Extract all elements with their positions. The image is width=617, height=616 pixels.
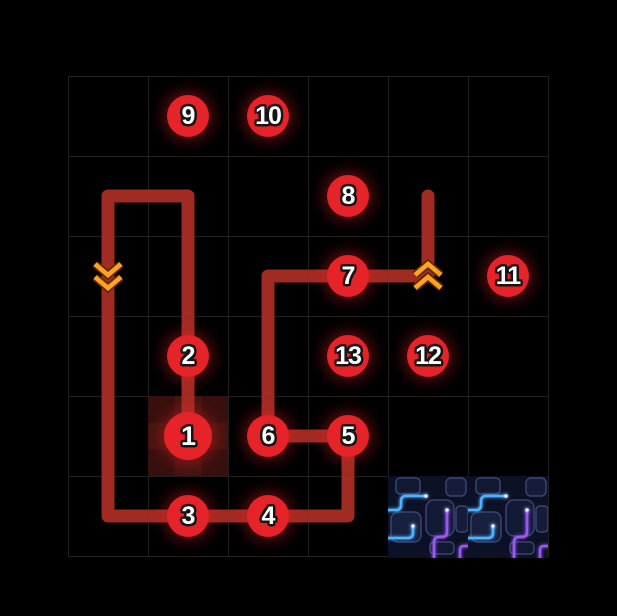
circuit-tile-texture [388,476,548,558]
node-label: 1 [180,420,196,451]
node-label: 8 [341,181,356,210]
node-3[interactable]: 3 [167,495,209,537]
node-label: 9 [181,101,196,130]
node-label: 5 [341,421,356,450]
node-label: 6 [261,421,276,450]
node-label: 3 [181,501,196,530]
node-5[interactable]: 5 [327,415,369,457]
node-label: 10 [255,101,282,130]
node-4[interactable]: 4 [247,495,289,537]
node-label: 7 [341,261,356,290]
node-label: 13 [335,341,362,370]
node-10[interactable]: 10 [247,95,289,137]
node-1[interactable]: 1 [164,412,212,460]
node-label: 2 [181,341,196,370]
node-label: 4 [261,501,276,530]
node-13[interactable]: 13 [327,335,369,377]
node-6[interactable]: 6 [247,415,289,457]
node-label: 11 [495,261,521,290]
node-9[interactable]: 9 [167,95,209,137]
node-11[interactable]: 11 [487,255,529,297]
node-label: 12 [415,341,442,370]
node-7[interactable]: 7 [327,255,369,297]
node-12[interactable]: 12 [407,335,449,377]
node-2[interactable]: 2 [167,335,209,377]
node-8[interactable]: 8 [327,175,369,217]
circuit-tile-graphic [388,476,548,558]
